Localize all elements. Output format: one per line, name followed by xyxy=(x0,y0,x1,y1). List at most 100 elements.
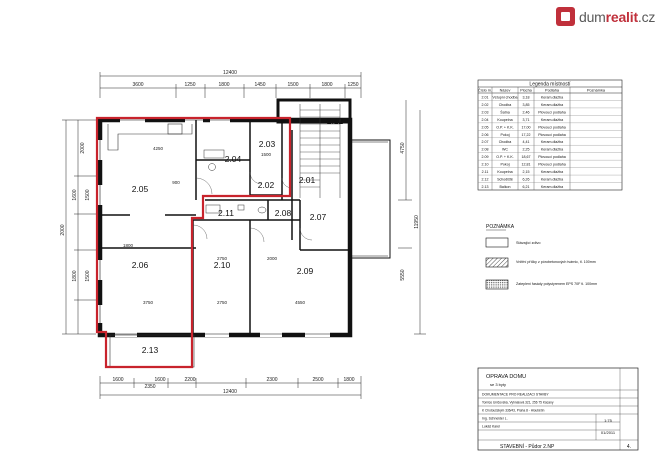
legend-cell: Keram.dlažba xyxy=(541,185,563,189)
legend-cell: Keram.dlažba xyxy=(541,170,563,174)
notes-section: POZNÁMKA Stávající zdivo Vnitřní příčky … xyxy=(485,223,597,290)
dim-bottom-overall: 12400 xyxy=(223,389,237,395)
legend-cell: Chodba xyxy=(499,103,512,107)
legend-cell: O.P. + K.K. xyxy=(496,125,514,129)
legend-cell: 2,15 xyxy=(523,170,530,174)
dimension-lines-right xyxy=(398,100,426,335)
dim-inner: 4250 xyxy=(153,146,164,151)
room-label: 2.10 xyxy=(214,260,231,270)
dim-top-segment: 3600 xyxy=(132,82,143,88)
stair-treads xyxy=(300,109,340,188)
dumrealit-logo[interactable]: dumrealit.cz xyxy=(556,7,666,29)
room-label: 2.02 xyxy=(258,180,275,190)
legend-cell: Schodiště xyxy=(497,178,513,182)
dim-inner: 1500 xyxy=(261,152,272,157)
dim-bottom-segment: 2200 xyxy=(184,377,195,383)
title-date: 01/2011 xyxy=(601,430,616,435)
legend-cell: Plovoucí podlaha xyxy=(538,110,566,114)
title-designer: Ing. Schneider L. xyxy=(482,417,508,421)
title-drawn-by: Lukáš Karel xyxy=(482,425,500,429)
legend-cell: Plovoucí podlaha xyxy=(538,133,566,137)
legend-cell: 2.04 xyxy=(482,118,489,122)
dim-inner: 2750 xyxy=(217,300,228,305)
staircase xyxy=(299,104,341,198)
title-block: OPRAVA DOMU se 3 byty DOKUMENTACE PRO RE… xyxy=(477,367,639,451)
room-label: 2.11 xyxy=(218,208,234,218)
dim-right: 4750 xyxy=(400,142,406,153)
dim-inner: 4550 xyxy=(295,300,306,305)
dim-inner: 3750 xyxy=(143,300,154,305)
legend-cell: 2.09 xyxy=(482,155,489,159)
dim-bottom-segment: 1800 xyxy=(343,377,354,383)
dim-left: 2000 xyxy=(80,142,86,153)
dimension-lines-top xyxy=(99,72,362,98)
room-label: 2.04 xyxy=(225,154,242,164)
dim-bottom-segment: 1600 xyxy=(112,377,123,383)
legend-cell: 2.06 xyxy=(482,133,489,137)
dim-bottom-segment: 2500 xyxy=(312,377,323,383)
legend-col-header: Podlaha xyxy=(545,89,560,93)
legend-cell: 2.11 xyxy=(482,170,489,174)
legend-cell: 17,22 xyxy=(522,133,531,137)
dim-left: 1500 xyxy=(85,270,91,281)
legend-title: Legenda místností xyxy=(529,82,571,88)
legend-cell: Keram.dlažba xyxy=(541,178,563,182)
legend-cell: 4,41 xyxy=(523,140,530,144)
dim-inner: 2750 xyxy=(217,256,228,261)
dim-top-segment: 1500 xyxy=(287,82,298,88)
title-subheading: se 3 byty xyxy=(490,382,506,387)
note-text: Vnitřní příčky z pórobetonových tvárnic,… xyxy=(516,260,596,264)
dim-left: 1800 xyxy=(72,270,78,281)
legend-cell: 18,67 xyxy=(522,155,531,159)
legend-cell: 6,26 xyxy=(523,178,530,182)
legend-cell: 2.08 xyxy=(482,148,489,152)
brand-mark-icon xyxy=(556,7,575,26)
legend-cell: 3,71 xyxy=(523,118,530,122)
dim-right: 11950 xyxy=(414,215,420,229)
swatch-insulation xyxy=(485,279,509,290)
legend-cell: Koupelna xyxy=(497,118,512,122)
dim-top-segment: 1800 xyxy=(218,82,229,88)
title-scale: 1:75 xyxy=(604,418,613,423)
legend-cell: 2.05 xyxy=(482,125,489,129)
room-label: 2.08 xyxy=(275,208,292,218)
kitchen-counter xyxy=(107,123,193,151)
swatch-existing-wall xyxy=(485,237,509,248)
room-label: 2.06 xyxy=(132,260,149,270)
dim-left: 2000 xyxy=(60,224,66,235)
legend-cell: 2,46 xyxy=(523,110,530,114)
dimension-lines-left xyxy=(62,119,96,335)
legend-cell: Plovoucí podlaha xyxy=(538,125,566,129)
room-label: 2.01 xyxy=(299,175,316,185)
dim-right: 5550 xyxy=(400,269,406,280)
legend-cell: 2.03 xyxy=(482,110,489,114)
dimension-lines-bottom xyxy=(99,376,362,399)
notes-title: POZNÁMKA xyxy=(486,223,515,230)
highlighted-apartment-outline xyxy=(95,116,292,369)
dim-left: 1600 xyxy=(72,189,78,200)
title-heading: OPRAVA DOMU xyxy=(486,374,526,380)
dim-top-segment: 1800 xyxy=(321,82,332,88)
legend-cell: 3,18 xyxy=(523,95,530,99)
room-label: 2.13 xyxy=(142,345,159,355)
room-label: 2.07 xyxy=(310,212,327,222)
legend-cell: Šatna xyxy=(500,109,509,114)
title-drawing-name: STAVEBNÍ - Půdor 2.NP xyxy=(500,443,555,450)
room-legend-table: Legenda místností Číslo m. Název Plocha … xyxy=(477,79,623,191)
legend-cell: Chodba xyxy=(499,140,512,144)
legend-cell: 3,85 xyxy=(523,103,530,107)
legend-cell: Plovoucí podlaha xyxy=(538,163,566,167)
dim-left: 1500 xyxy=(85,189,91,200)
legend-cell: Balkon xyxy=(500,185,511,189)
dim-bottom-segment: 1600 xyxy=(154,377,165,383)
title-address: Tomice Uničovská, Vyhnalová 321, 256 75 … xyxy=(482,401,554,405)
legend-col-header: Název xyxy=(500,89,511,93)
note-text: Zateplení fasády polystyrenem EPS 70F tl… xyxy=(516,282,597,286)
legend-cell: 2.02 xyxy=(482,103,489,107)
room-label: 2.05 xyxy=(132,184,149,194)
window-glazing xyxy=(99,119,330,335)
legend-cell: Keram.dlažba xyxy=(541,118,563,122)
legend-cell: Plovoucí podlaha xyxy=(538,155,566,159)
